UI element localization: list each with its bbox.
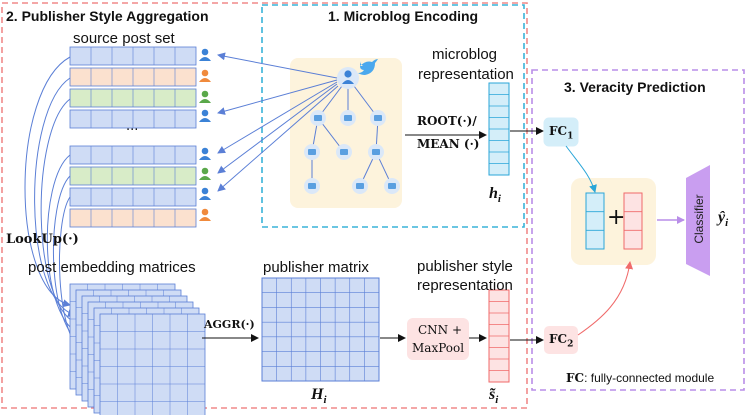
- tree-root-user-body: [342, 80, 354, 84]
- h-i-symbol: hi: [489, 185, 501, 206]
- publisher-style-vector: [488, 289, 510, 383]
- user-icon: [201, 48, 209, 56]
- fc2-label: FC2: [549, 332, 574, 350]
- footnote-bold: FC: [566, 371, 585, 385]
- section-veracity-box: [531, 69, 745, 391]
- propagation-tree-background: [290, 58, 402, 208]
- cnn-label-2: MaxPool: [412, 341, 465, 355]
- tree-node-icon: [314, 115, 322, 121]
- tree-node-icon: [308, 183, 316, 189]
- mean-op-label: MEAN (·): [417, 137, 480, 151]
- user-icon-body: [199, 99, 211, 103]
- fc2-box: [544, 326, 578, 354]
- vector-outline: [623, 192, 643, 250]
- tree-node-icon: [308, 149, 316, 155]
- section-title-publisher: 2. Publisher Style Aggregation: [6, 8, 209, 24]
- tree-node-icon: [388, 183, 396, 189]
- cnn-box: [407, 318, 469, 360]
- publisher-matrix-label: publisher matrix: [263, 259, 369, 276]
- classifier-shape: [686, 165, 710, 276]
- root-to-users-arrows: [217, 52, 339, 192]
- user-icon: [201, 208, 209, 216]
- vector-outline: [585, 192, 605, 250]
- source-post-table: [69, 46, 197, 228]
- propagation-tree: [304, 59, 400, 194]
- user-icon: [201, 69, 209, 77]
- user-icon-body: [199, 176, 211, 180]
- aggr-label: AGGR(·): [204, 318, 255, 331]
- tree-node-icon: [374, 115, 382, 121]
- post-embedding-stack: [69, 283, 206, 415]
- fc1-box: [543, 117, 579, 147]
- user-icon: [201, 109, 209, 117]
- tree-root-node: [337, 67, 359, 89]
- section-microblog-box: [261, 4, 525, 228]
- publisher-style-label-2: representation: [417, 277, 513, 294]
- tree-root-user-head: [344, 70, 352, 78]
- plus-sign: +: [607, 205, 626, 230]
- section-title-veracity: 3. Veracity Prediction: [564, 79, 706, 95]
- user-icon-body: [199, 196, 211, 200]
- tree-node-icon: [372, 149, 380, 155]
- microblog-rep-label-2: representation: [418, 66, 514, 83]
- user-icon: [201, 187, 209, 195]
- combined-red-vector: [623, 192, 643, 250]
- ellipsis-label: ···: [126, 123, 139, 138]
- source-post-set-label: source post set: [73, 30, 175, 47]
- fc1-to-combine-arrow: [565, 145, 597, 193]
- user-icon: [201, 147, 209, 155]
- y-i-symbol: ŷi: [718, 209, 729, 230]
- lookup-label: LookUp(·): [6, 232, 79, 247]
- user-icon-body: [199, 156, 211, 160]
- fc2-to-combine-arrow: [577, 261, 634, 336]
- fc1-label: FC1: [549, 124, 574, 142]
- user-icon-body: [199, 78, 211, 82]
- root-op-label: ROOT(·)/: [417, 114, 477, 128]
- section-publisher-box: [1, 2, 528, 409]
- post-embedding-label: post embedding matrices: [28, 259, 196, 276]
- publisher-style-label-1: publisher style: [417, 258, 513, 275]
- microblog-vector: [488, 82, 510, 176]
- footnote-text: : fully-connected module: [584, 371, 715, 385]
- tree-node-icon: [340, 149, 348, 155]
- H-i-symbol: Hi: [311, 386, 327, 407]
- s-i-symbol: s̃i: [489, 386, 499, 407]
- microblog-rep-label-1: microblog: [432, 46, 498, 63]
- section-title-microblog: 1. Microblog Encoding: [328, 8, 479, 24]
- combined-cyan-vector: [585, 192, 605, 250]
- tree-node-icon: [356, 183, 364, 189]
- cnn-label-1: CNN +: [418, 323, 463, 337]
- lookup-curves: [24, 56, 87, 356]
- user-icon-body: [199, 217, 211, 221]
- classifier-label: Classifier: [692, 194, 706, 244]
- tree-node-icon: [344, 115, 352, 121]
- user-icon: [201, 90, 209, 98]
- user-icon-body: [199, 57, 211, 61]
- publisher-matrix-grid: [261, 277, 380, 382]
- twitter-icon: [358, 59, 378, 75]
- user-icon-body: [199, 118, 211, 122]
- user-icon: [201, 167, 209, 175]
- user-icons: [199, 48, 211, 221]
- footnote: FC: fully-connected module: [566, 371, 714, 385]
